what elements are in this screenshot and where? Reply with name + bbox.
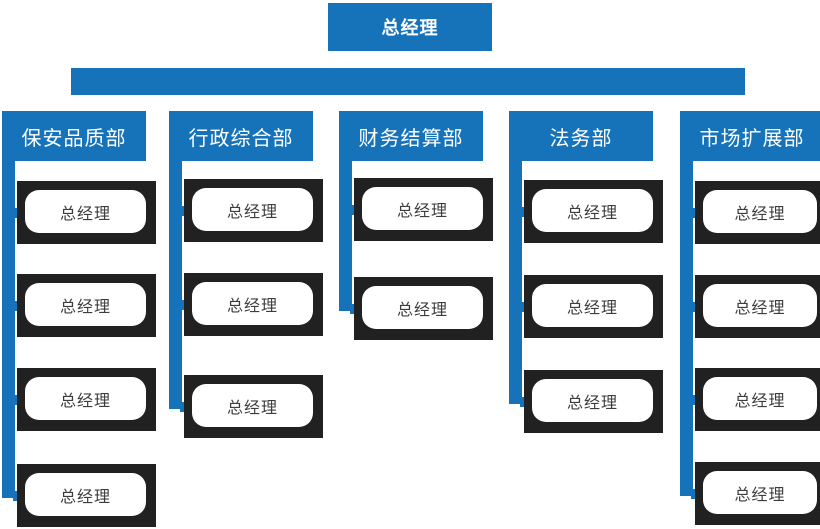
child-connector-stub <box>691 489 698 499</box>
org-child-label: 总经理 <box>59 392 111 410</box>
child-connector-stub <box>13 395 20 405</box>
org-child-node[interactable]: 总经理 <box>192 384 313 427</box>
org-child-node[interactable]: 总经理 <box>532 189 653 232</box>
org-child-node-plate: 总经理 <box>524 275 663 338</box>
org-child-node-plate: 总经理 <box>695 462 820 525</box>
org-child-node-plate: 总经理 <box>354 178 493 241</box>
org-child-node[interactable]: 总经理 <box>703 190 817 233</box>
org-child-node-plate: 总经理 <box>695 275 820 338</box>
child-connector-stub <box>13 491 20 501</box>
org-child-node-plate: 总经理 <box>17 464 156 527</box>
org-child-label: 总经理 <box>59 205 111 223</box>
org-child-node[interactable]: 总经理 <box>25 190 146 233</box>
dept-header-2[interactable]: 行政综合部 <box>169 111 313 161</box>
org-child-node-plate: 总经理 <box>17 181 156 244</box>
org-child-label: 总经理 <box>734 486 786 504</box>
dept-header-label: 法务部 <box>549 127 613 150</box>
org-child-node-plate: 总经理 <box>184 375 323 438</box>
org-child-node[interactable]: 总经理 <box>25 283 146 326</box>
dept-spine-1 <box>2 161 15 498</box>
org-child-node[interactable]: 总经理 <box>703 284 817 327</box>
child-connector-stub <box>180 206 187 216</box>
dept-header-5[interactable]: 市场扩展部 <box>680 111 820 161</box>
child-connector-stub <box>13 301 20 311</box>
org-child-label: 总经理 <box>396 202 448 220</box>
org-child-label: 总经理 <box>226 297 278 315</box>
org-root-label: 总经理 <box>381 18 439 38</box>
org-child-node-plate: 总经理 <box>184 179 323 242</box>
dept-header-label: 行政综合部 <box>188 127 294 150</box>
dept-header-1[interactable]: 保安品质部 <box>2 111 146 161</box>
child-connector-stub <box>520 302 527 312</box>
child-connector-stub <box>13 208 20 218</box>
dept-spine-5 <box>680 161 693 496</box>
org-child-label: 总经理 <box>734 205 786 223</box>
org-child-node[interactable]: 总经理 <box>703 471 817 514</box>
child-connector-stub <box>350 304 357 314</box>
trunk-connector-bar <box>71 68 745 95</box>
org-child-node[interactable]: 总经理 <box>532 284 653 327</box>
dept-header-3[interactable]: 财务结算部 <box>339 111 483 161</box>
org-root-node[interactable]: 总经理 <box>328 3 492 51</box>
org-child-node-plate: 总经理 <box>524 370 663 433</box>
org-child-label: 总经理 <box>59 488 111 506</box>
org-child-label: 总经理 <box>566 394 618 412</box>
org-child-node-plate: 总经理 <box>524 180 663 243</box>
dept-header-label: 保安品质部 <box>21 127 127 150</box>
dept-header-label: 市场扩展部 <box>699 127 805 150</box>
dept-header-4[interactable]: 法务部 <box>509 111 653 161</box>
child-connector-stub <box>520 207 527 217</box>
child-connector-stub <box>691 302 698 312</box>
child-connector-stub <box>520 397 527 407</box>
org-child-label: 总经理 <box>566 204 618 222</box>
org-child-label: 总经理 <box>734 392 786 410</box>
org-child-node[interactable]: 总经理 <box>532 379 653 422</box>
org-child-node-plate: 总经理 <box>695 368 820 431</box>
org-child-label: 总经理 <box>566 299 618 317</box>
org-child-label: 总经理 <box>396 301 448 319</box>
org-child-node-plate: 总经理 <box>17 368 156 431</box>
org-child-label: 总经理 <box>59 298 111 316</box>
org-child-label: 总经理 <box>734 299 786 317</box>
org-child-node-plate: 总经理 <box>184 273 323 336</box>
org-child-label: 总经理 <box>226 203 278 221</box>
child-connector-stub <box>180 300 187 310</box>
org-child-node-plate: 总经理 <box>695 181 820 244</box>
dept-spine-3 <box>339 161 352 311</box>
dept-spine-4 <box>509 161 522 404</box>
org-child-node[interactable]: 总经理 <box>362 286 483 329</box>
org-child-node-plate: 总经理 <box>354 277 493 340</box>
org-child-label: 总经理 <box>226 399 278 417</box>
org-child-node[interactable]: 总经理 <box>362 187 483 230</box>
org-child-node[interactable]: 总经理 <box>25 473 146 516</box>
child-connector-stub <box>180 402 187 412</box>
dept-spine-2 <box>169 161 182 409</box>
org-child-node[interactable]: 总经理 <box>192 188 313 231</box>
org-child-node[interactable]: 总经理 <box>703 377 817 420</box>
child-connector-stub <box>691 395 698 405</box>
child-connector-stub <box>350 205 357 215</box>
org-child-node-plate: 总经理 <box>17 274 156 337</box>
org-child-node[interactable]: 总经理 <box>192 282 313 325</box>
child-connector-stub <box>691 208 698 218</box>
dept-header-label: 财务结算部 <box>358 127 464 150</box>
org-child-node[interactable]: 总经理 <box>25 377 146 420</box>
